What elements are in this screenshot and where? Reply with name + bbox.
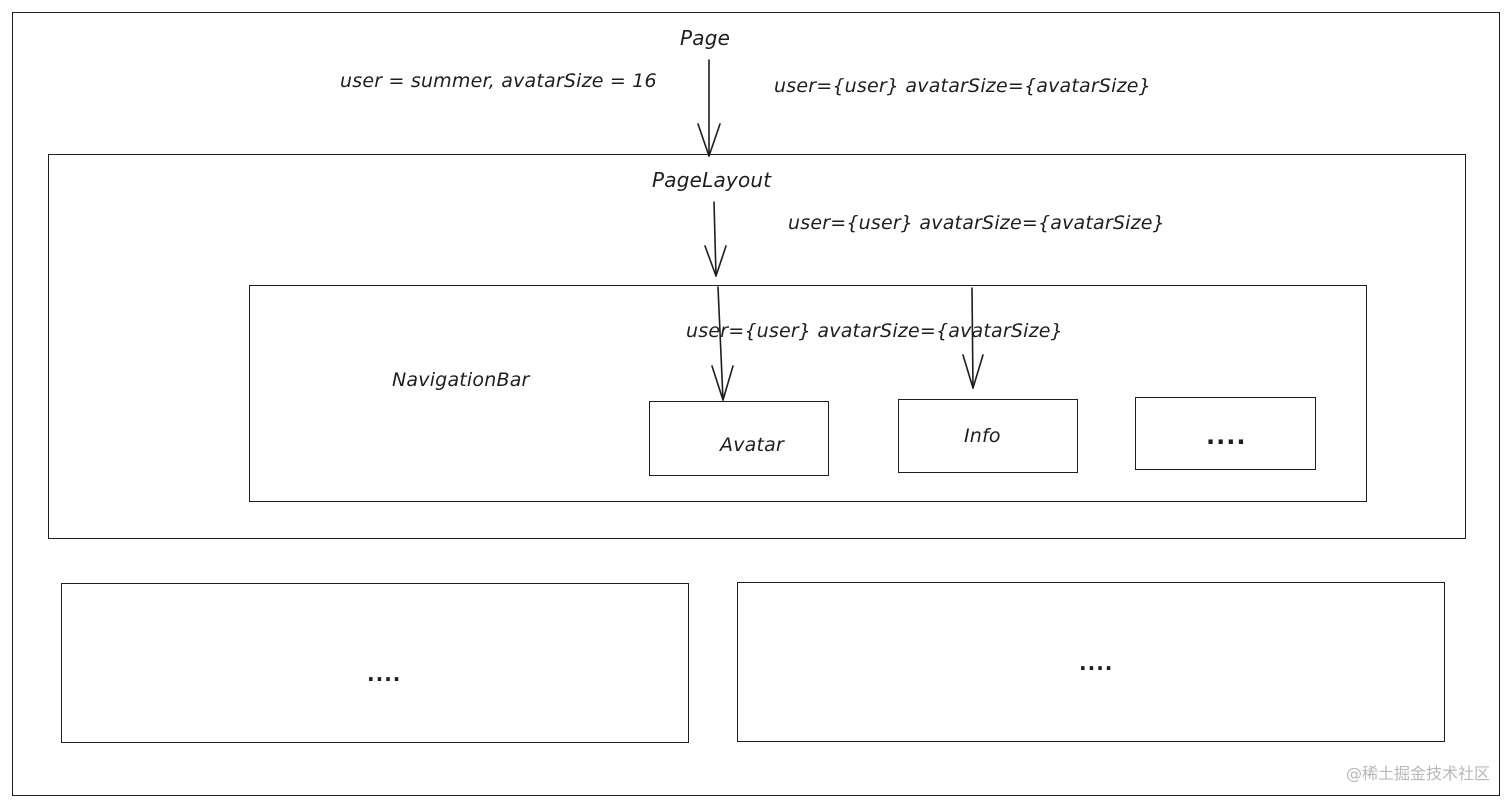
arrowhead-page-to-page-layout (697, 123, 721, 157)
page-label: Page (680, 26, 731, 50)
arrowhead-navigation-bar-to-avatar (711, 365, 734, 401)
avatar-label: Avatar (720, 434, 784, 456)
bottom-left-box (61, 583, 689, 743)
bottom-right-label: .... (1079, 651, 1114, 675)
page-state-annotation: user = summer, avatarSize = 16 (340, 70, 657, 92)
nav-more-label: .... (1206, 422, 1247, 450)
nav-props-annotation: user={user} avatarSize={avatarSize} (686, 320, 1063, 342)
avatar-box (649, 401, 829, 476)
navigation-bar-label: NavigationBar (392, 369, 530, 391)
edge-navigation-bar-to-info (971, 287, 974, 389)
info-box (898, 399, 1078, 473)
page-props-annotation: user={user} avatarSize={avatarSize} (774, 75, 1151, 97)
page-layout-label: PageLayout (652, 168, 772, 192)
page-layout-box (48, 154, 1466, 539)
edge-page-layout-to-navigation-bar (713, 201, 717, 277)
arrowhead-navigation-bar-to-info (962, 354, 984, 389)
info-label: Info (964, 425, 1001, 447)
arrowhead-page-layout-to-navigation-bar (704, 245, 727, 277)
layout-props-annotation: user={user} avatarSize={avatarSize} (788, 212, 1165, 234)
edge-navigation-bar-to-avatar (717, 286, 724, 401)
navigation-bar-box (249, 285, 1367, 502)
bottom-left-label: .... (367, 662, 402, 686)
bottom-right-box (737, 582, 1445, 742)
watermark: @稀土掘金技术社区 (1345, 764, 1490, 783)
nav-more-box (1135, 397, 1316, 470)
page-box (12, 12, 1500, 796)
